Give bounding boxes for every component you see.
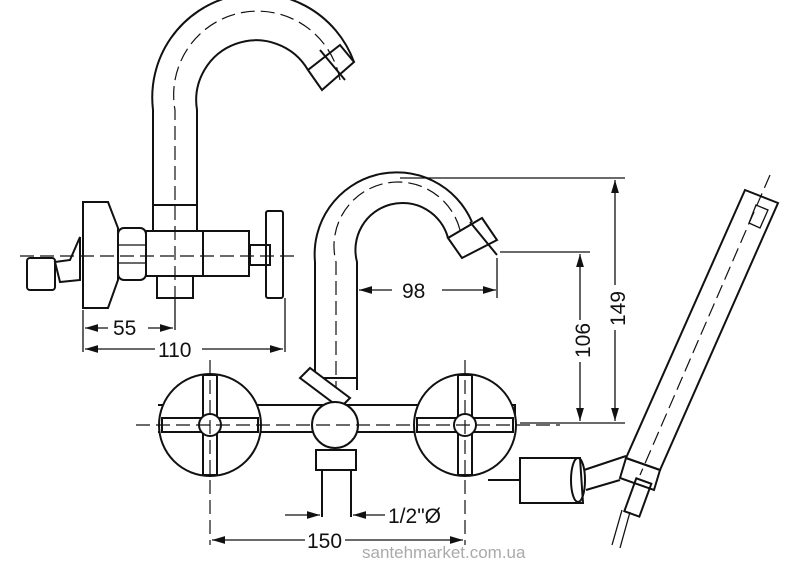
watermark: santehmarket.com.ua [362,543,526,561]
side-nut [117,227,147,281]
side-spout-tip [306,43,356,92]
front-spout [313,171,473,390]
dim-98: 98 [402,280,425,303]
side-wall-flange [82,201,119,309]
front-spout-tip [446,216,499,260]
dim-106: 106 [572,323,595,358]
diverter-lever [298,366,352,410]
dim-connection: 1/2"Ø [388,505,441,528]
dim-110: 110 [158,339,191,362]
side-spout [151,0,355,230]
outlet-nut [315,449,357,471]
dim-149: 149 [607,291,630,326]
front-view: 98 106 149 1/2"Ø 150 [136,171,630,553]
hose-connector [623,477,653,518]
hand-shower [488,174,780,549]
shower-handle [624,188,780,472]
wall-bracket [519,457,585,504]
side-valve-body [145,230,250,277]
side-inlet [26,257,56,291]
side-handle [265,210,284,299]
dim-150: 150 [307,530,342,553]
side-view: 55 110 [20,0,356,362]
dim-55: 55 [113,317,136,340]
